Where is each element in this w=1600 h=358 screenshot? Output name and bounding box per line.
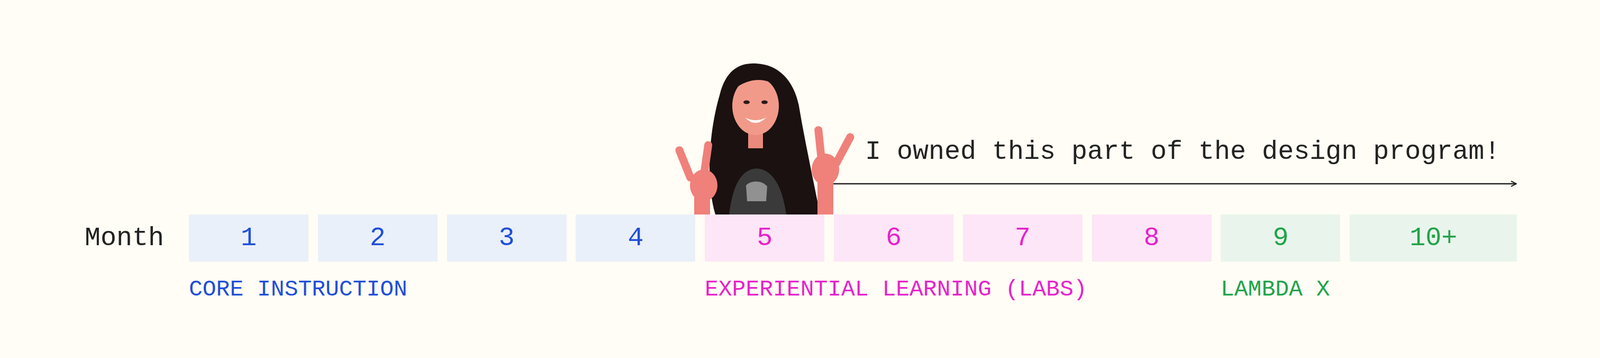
month-box: 9 — [1220, 214, 1341, 262]
month-number: 9 — [1272, 223, 1289, 253]
month-box: 5 — [704, 214, 825, 262]
axis-label: Month — [84, 222, 165, 254]
month-number: 8 — [1143, 223, 1160, 253]
month-box: 10+ — [1349, 214, 1517, 262]
month-number: 2 — [369, 223, 386, 253]
month-box: 6 — [833, 214, 954, 262]
person-photo — [674, 63, 856, 215]
month-number: 5 — [756, 223, 773, 253]
month-box: 4 — [575, 214, 696, 262]
month-number: 3 — [498, 223, 515, 253]
month-box: 2 — [317, 214, 438, 262]
callout-arrow — [824, 183, 1517, 185]
phase-label: LAMBDA X — [1220, 276, 1330, 303]
month-number: 4 — [627, 223, 644, 253]
month-number: 7 — [1014, 223, 1031, 253]
phase-label: EXPERIENTIAL LEARNING (LABS) — [704, 276, 1088, 303]
phase-label: CORE INSTRUCTION — [188, 276, 408, 303]
month-box: 3 — [447, 214, 567, 262]
callout-text: I owned this part of the design program! — [865, 136, 1500, 168]
month-number: 6 — [885, 223, 902, 253]
month-number: 10+ — [1409, 223, 1458, 253]
month-box: 7 — [962, 214, 1083, 262]
month-number: 1 — [240, 223, 257, 253]
month-box: 1 — [188, 214, 309, 262]
month-box: 8 — [1092, 214, 1212, 262]
